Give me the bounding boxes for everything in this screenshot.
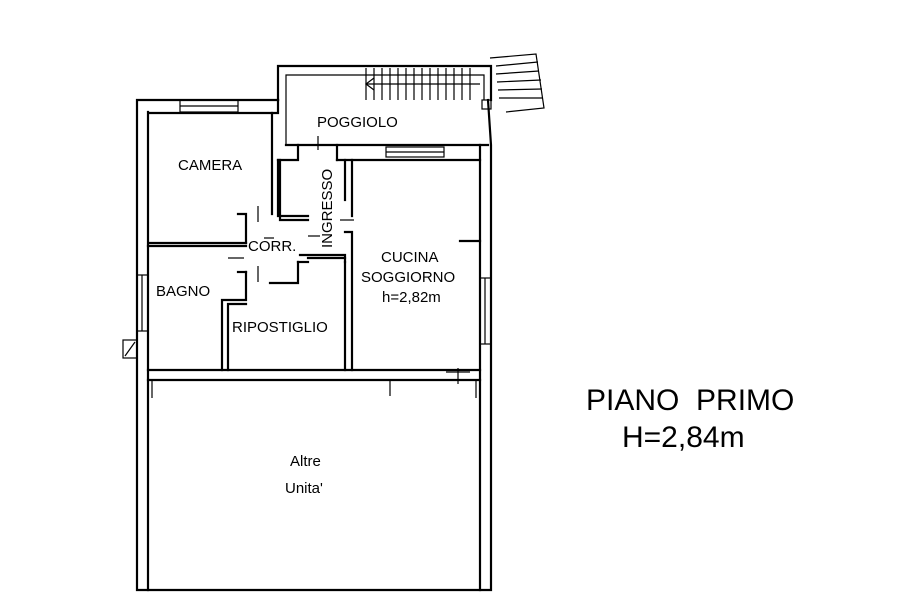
label-poggiolo: POGGIOLO xyxy=(317,114,398,131)
label-ingresso: INGRESSO xyxy=(319,169,336,248)
floor-height: H=2,84m xyxy=(622,421,745,454)
outer-walls xyxy=(135,98,493,592)
door-markers xyxy=(228,136,470,384)
label-altre: Altre xyxy=(290,453,321,470)
label-corr: CORR. xyxy=(248,238,296,255)
label-cucina-height: h=2,82m xyxy=(382,289,441,306)
windows xyxy=(136,99,492,345)
balcony xyxy=(276,64,493,147)
label-ripostiglio: RIPOSTIGLIO xyxy=(232,319,328,336)
flue-icon xyxy=(122,339,138,359)
floor-title: PIANO PRIMO xyxy=(586,384,794,417)
stairs xyxy=(365,53,545,113)
label-camera: CAMERA xyxy=(178,157,242,174)
label-cucina: CUCINA xyxy=(381,249,439,266)
label-unita: Unita' xyxy=(285,480,323,497)
interior-walls xyxy=(146,98,482,398)
label-soggiorno: SOGGIORNO xyxy=(361,269,455,286)
label-bagno: BAGNO xyxy=(156,283,210,300)
